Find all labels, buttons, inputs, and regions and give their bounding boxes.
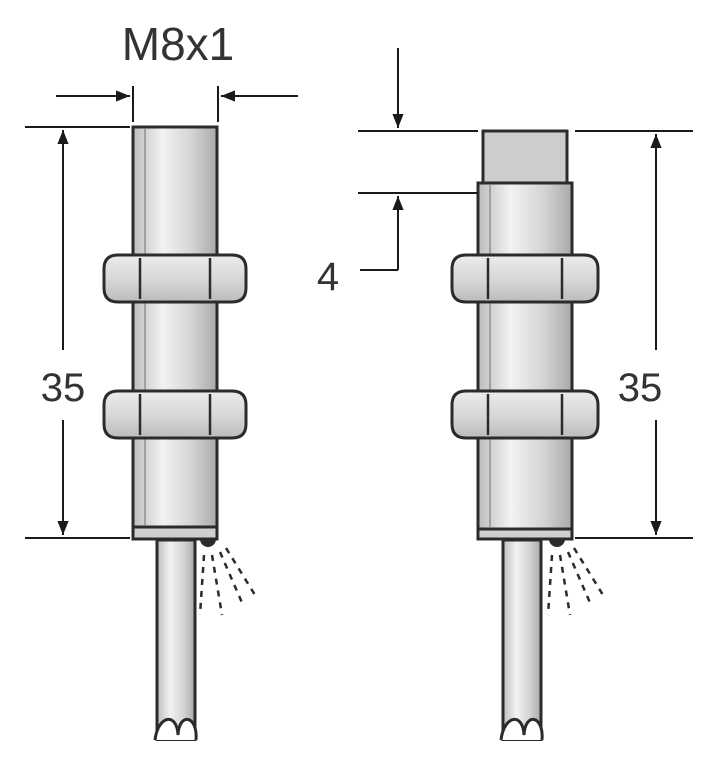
nut-upper-left [102,253,248,304]
thread-dimension [56,86,298,122]
sensor-collar-left [131,525,219,541]
nut-upper-right [450,253,600,304]
sensor-collar-right [476,527,574,541]
length-label-right: 35 [618,366,663,410]
protrusion-dimension [358,48,478,271]
cable-left [150,538,202,771]
thread-label: M8x1 [122,18,234,70]
nut-lower-right [450,389,600,440]
cable-right [496,538,548,771]
length-dimension-left [25,126,130,539]
length-label-left: 35 [41,366,86,410]
nut-lower-left [102,389,248,440]
sensor-right [450,129,605,771]
sensor-left [102,125,257,771]
light-rays-right [546,547,605,616]
light-rays-left [198,547,257,616]
sensor-body-right [476,181,574,531]
sensor-body-left [131,125,219,529]
led-left [200,539,216,547]
protrusion-label: 4 [317,255,339,299]
led-right [549,539,565,547]
length-dimension-right [575,130,693,539]
sensing-head-right [481,129,569,185]
